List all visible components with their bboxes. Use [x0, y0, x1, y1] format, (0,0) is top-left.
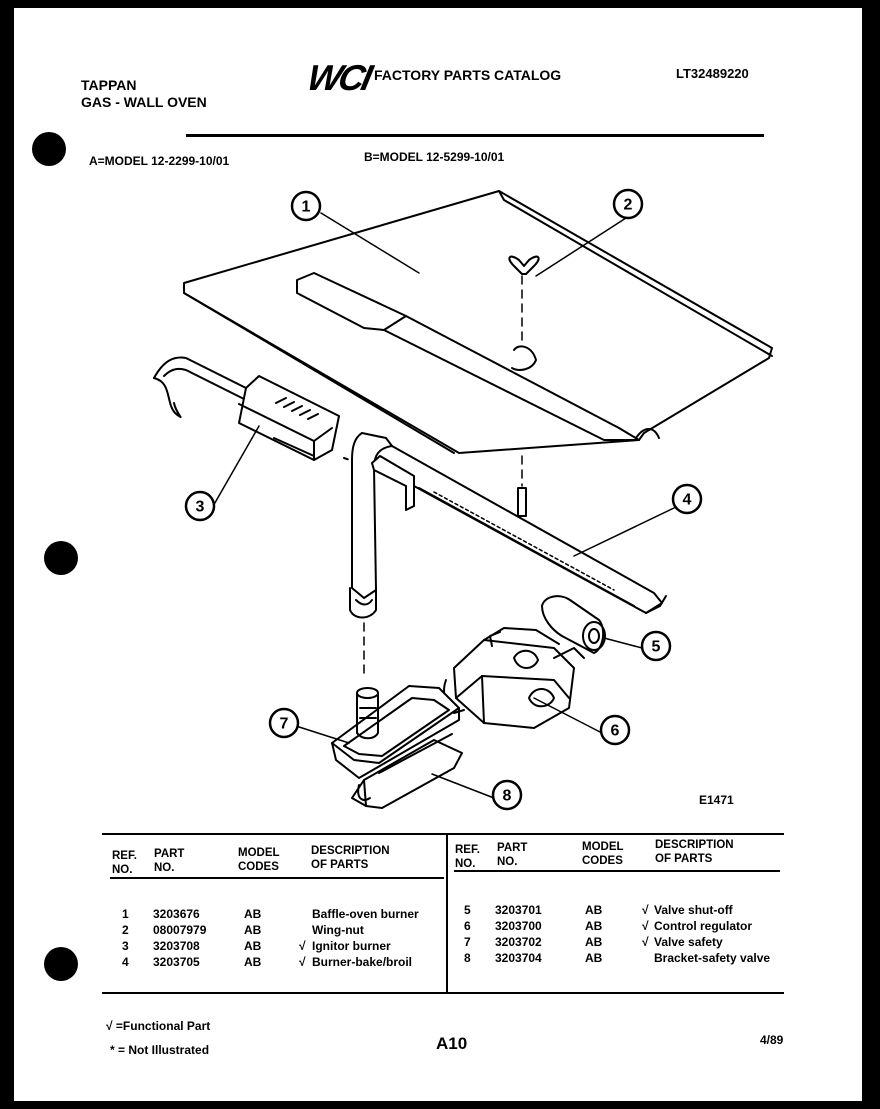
baffle-oven-burner-drawing — [183, 190, 773, 454]
figure-code: E1471 — [699, 793, 734, 807]
table-left-head-rule — [110, 877, 444, 879]
model-b: B=MODEL 12-5299-10/01 — [364, 150, 505, 164]
callout-5: 5 — [652, 639, 661, 656]
callout-1: 1 — [302, 199, 311, 216]
callouts — [184, 188, 703, 811]
burner-bake-broil-drawing — [343, 432, 667, 679]
table-top-rule — [102, 833, 784, 835]
valve-assembly-drawing — [443, 595, 606, 729]
wing-nut-drawing — [508, 255, 540, 517]
part-cell: 3203700 — [495, 919, 542, 933]
header-rule — [186, 134, 764, 137]
codes-cell: AB — [585, 903, 603, 917]
left-header-model: MODEL CODES — [238, 847, 280, 873]
callout-4: 4 — [683, 492, 692, 509]
codes-cell: AB — [244, 907, 262, 921]
part-cell: 3203676 — [153, 907, 200, 921]
catalog-number: LT32489220 — [676, 66, 749, 81]
codes-cell: AB — [585, 935, 603, 949]
flag-cell: √ — [642, 935, 649, 949]
flag-cell: √ — [642, 919, 649, 933]
left-header-part: PART NO. — [154, 848, 185, 874]
callout-7: 7 — [280, 716, 289, 733]
desc-cell: Valve safety — [654, 935, 723, 949]
part-cell: 3203705 — [153, 955, 200, 969]
desc-cell: Ignitor burner — [312, 939, 391, 953]
callout-circle-7 — [268, 707, 300, 739]
revision-date: 4/89 — [760, 1033, 784, 1047]
binder-hole-middle — [44, 541, 78, 575]
part-cell: 3203701 — [495, 903, 542, 917]
desc-cell: Burner-bake/broil — [312, 955, 413, 969]
codes-cell: AB — [585, 951, 603, 965]
ref-cell: 8 — [464, 951, 471, 965]
part-cell: 3203702 — [495, 935, 542, 949]
desc-cell: Baffle-oven burner — [312, 907, 419, 921]
left-header-ref: REF. NO. — [112, 850, 137, 876]
callout-circle-3 — [184, 490, 216, 522]
callout-circle-1 — [290, 190, 322, 222]
callout-circle-8 — [491, 779, 523, 811]
right-header-ref: REF. NO. — [455, 844, 480, 870]
part-cell: 08007979 — [153, 923, 207, 937]
page-number: A10 — [436, 1034, 468, 1053]
desc-cell: Bracket-safety valve — [654, 951, 771, 965]
ref-cell: 2 — [122, 923, 129, 937]
callout-circle-4 — [671, 483, 703, 515]
legend-not-illustrated: * = Not Illustrated — [110, 1043, 210, 1057]
callout-6: 6 — [611, 723, 620, 740]
ref-cell: 1 — [122, 907, 129, 921]
model-a: A=MODEL 12-2299-10/01 — [89, 154, 230, 168]
flag-cell: √ — [299, 955, 306, 969]
ref-cell: 3 — [122, 939, 129, 953]
part-cell: 3203708 — [153, 939, 200, 953]
catalog-title: FACTORY PARTS CATALOG — [374, 67, 562, 83]
flag-cell: √ — [299, 939, 306, 953]
callout-circle-5 — [640, 630, 672, 662]
binder-hole-bottom — [44, 947, 78, 981]
codes-cell: AB — [244, 955, 262, 969]
ref-cell: 5 — [464, 903, 471, 917]
codes-cell: AB — [244, 939, 262, 953]
table-bottom-rule — [102, 992, 784, 994]
catalog-page: TAPPAN GAS - WALL OVEN WCI FACTORY PARTS… — [14, 8, 862, 1101]
ignitor-burner-drawing — [153, 356, 340, 461]
legend-functional-part: √ =Functional Part — [106, 1019, 211, 1033]
table-right-head-rule — [454, 870, 780, 872]
right-header-part: PART NO. — [497, 842, 528, 868]
desc-cell: Valve shut-off — [654, 903, 733, 917]
callout-3: 3 — [196, 499, 205, 516]
right-header-desc: DESCRIPTION OF PARTS — [655, 839, 734, 865]
part-cell: 3203704 — [495, 951, 542, 965]
callout-2: 2 — [624, 197, 633, 214]
left-header-desc: DESCRIPTION OF PARTS — [311, 845, 390, 871]
valve-safety-drawing — [331, 685, 460, 779]
binder-hole-top — [32, 132, 66, 166]
ref-cell: 7 — [464, 935, 471, 949]
callout-circle-2 — [612, 188, 644, 220]
callout-circle-6 — [599, 714, 631, 746]
flag-cell: √ — [642, 903, 649, 917]
desc-cell: Control regulator — [654, 919, 752, 933]
exploded-parts-diagram: 1 2 3 4 5 6 7 8 E1471 — [153, 188, 773, 811]
callout-8: 8 — [503, 788, 512, 805]
codes-cell: AB — [585, 919, 603, 933]
ref-cell: 4 — [122, 955, 129, 969]
ref-cell: 6 — [464, 919, 471, 933]
desc-cell: Wing-nut — [312, 923, 364, 937]
brand-line-2: GAS - WALL OVEN — [81, 94, 207, 110]
codes-cell: AB — [244, 923, 262, 937]
bracket-safety-valve-drawing — [351, 733, 463, 809]
leader-lines — [211, 212, 675, 799]
table-center-divider — [446, 835, 448, 993]
right-header-model: MODEL CODES — [582, 841, 624, 867]
brand-line-1: TAPPAN — [81, 77, 137, 93]
